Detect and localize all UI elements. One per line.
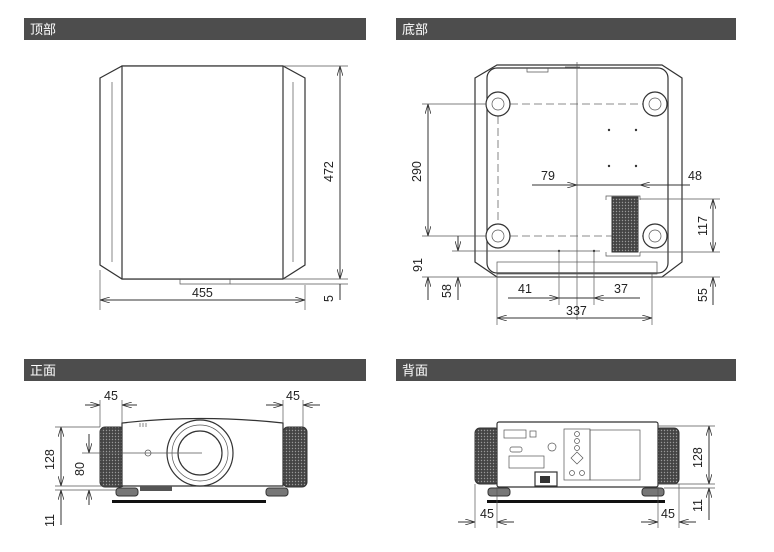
header-top: 顶部 (24, 18, 366, 40)
header-back-title: 背面 (402, 364, 428, 379)
foot-front-left (485, 91, 511, 117)
front-feet (115, 487, 289, 497)
bottom-58-label: 58 (440, 284, 454, 298)
bottom-41-label: 41 (518, 282, 532, 296)
bottom-117-label: 117 (696, 216, 710, 236)
back-ports (503, 429, 558, 487)
bottom-91-label: 91 (411, 258, 425, 272)
foot-rear-left (485, 223, 511, 249)
foot-rear-right (642, 223, 668, 249)
header-front: 正面 (24, 359, 366, 381)
bottom-337-label: 337 (566, 304, 587, 318)
vent-grille (605, 195, 641, 257)
top-width-label: 455 (192, 286, 213, 300)
front-view: 45 45 128 80 11 (43, 389, 320, 527)
header-bottom: 底部 (396, 18, 736, 40)
foot-front-right (642, 91, 668, 117)
header-front-title: 正面 (30, 364, 56, 379)
header-back: 背面 (396, 359, 736, 381)
bottom-37-label: 37 (614, 282, 628, 296)
front-128-label: 128 (43, 449, 57, 470)
top-offset-label: 5 (322, 295, 336, 302)
bottom-48-label: 48 (688, 169, 702, 183)
front-80-label: 80 (73, 462, 87, 476)
top-view: 455 472 5 (99, 65, 348, 310)
bottom-79-label: 79 (541, 169, 555, 183)
back-128-label: 128 (691, 447, 705, 468)
control-panel (563, 428, 641, 481)
back-view: 128 11 45 45 (458, 421, 715, 528)
back-11-label: 11 (691, 499, 705, 512)
bottom-290-label: 290 (410, 161, 424, 182)
front-left-45-label: 45 (104, 389, 118, 403)
header-bottom-title: 底部 (402, 22, 428, 38)
header-top-title: 顶部 (30, 23, 56, 38)
back-right-45-label: 45 (661, 507, 675, 521)
front-11-label: 11 (43, 514, 57, 527)
back-feet (487, 487, 665, 497)
bottom-55-label: 55 (696, 288, 710, 302)
front-right-45-label: 45 (286, 389, 300, 403)
back-left-45-label: 45 (480, 507, 494, 521)
top-depth-label: 472 (322, 161, 336, 182)
bottom-view: 290 79 48 117 91 58 55 41 37 337 (410, 62, 720, 325)
